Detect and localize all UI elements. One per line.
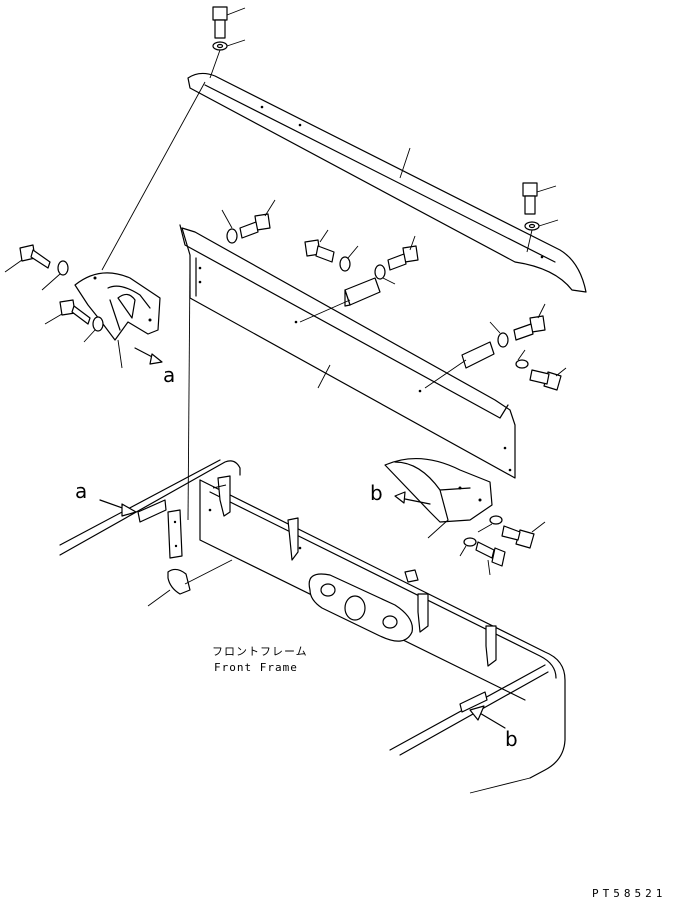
- bolt-left-1: [4, 244, 51, 273]
- washer-top-2: [524, 219, 559, 253]
- callout-a-frame: a: [75, 479, 87, 503]
- caption-japanese: フロントフレーム: [212, 645, 308, 658]
- drawing-number: PT58521: [592, 887, 666, 900]
- washer-panel-1: [221, 209, 238, 244]
- bolt-top-1: [212, 6, 246, 39]
- bolt-panel-4: [513, 303, 546, 341]
- panel-bracket-2: [424, 341, 495, 389]
- washer-panel-4: [489, 321, 509, 348]
- bolt-right-2: [475, 541, 506, 576]
- frame-plate-b: [459, 691, 488, 713]
- washer-panel-5: [515, 349, 529, 369]
- callout-arrow-a: [99, 499, 137, 517]
- bolt-panel-2: [304, 229, 335, 263]
- bolt-right-1: [501, 521, 546, 549]
- washer-left-2: [83, 316, 104, 343]
- left-bracket: [74, 272, 163, 369]
- washer-right-2: [459, 537, 477, 557]
- callout-a-left: a: [163, 363, 175, 387]
- washer-top-1: [209, 39, 246, 79]
- frame-strap: [167, 509, 183, 559]
- center-panel: [179, 224, 516, 521]
- bolt-top-2: [522, 182, 557, 215]
- panel-bracket-1: [299, 277, 381, 323]
- washer-right-1: [477, 515, 503, 533]
- frame-plate-a: [137, 499, 167, 523]
- front-frame: [59, 459, 566, 794]
- washer-panel-3: [374, 264, 396, 285]
- bolt-panel-5: [529, 367, 567, 391]
- frame-nut: [147, 559, 233, 607]
- caption-english: Front Frame: [214, 661, 298, 674]
- washer-left-1: [41, 260, 69, 291]
- callout-b-bracket: b: [370, 481, 383, 505]
- bolt-panel-1: [239, 199, 276, 239]
- top-cover-plate: [101, 72, 587, 293]
- callout-b-frame: b: [505, 727, 518, 751]
- callout-arrow-b: [469, 705, 506, 729]
- washer-panel-2: [339, 245, 359, 272]
- right-bracket: [384, 457, 493, 539]
- bolt-panel-3: [387, 235, 419, 271]
- bolt-left-2: [44, 299, 91, 325]
